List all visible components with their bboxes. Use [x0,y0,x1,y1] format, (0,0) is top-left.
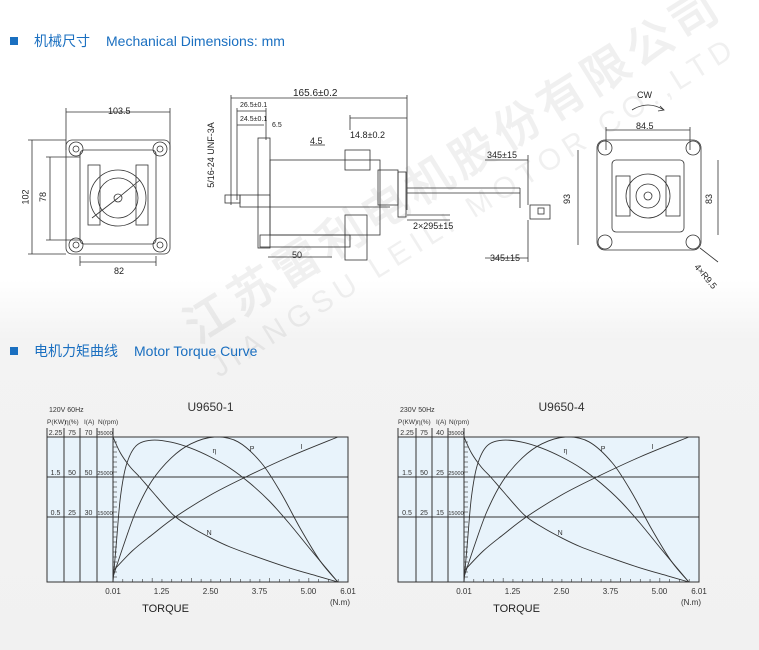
axis-value: 30 [85,510,93,517]
series-label: N [558,530,563,537]
axis-value: 50 [68,470,76,477]
axis-value: 35000 [97,431,112,437]
supply-label: 230V 50Hz [400,407,435,414]
x-tick-label: 1.25 [505,587,521,596]
x-tick-label: 0.01 [456,587,472,596]
dim-front-height: 102 [20,189,31,205]
x-tick-label: 1.25 [154,587,170,596]
dim-rear-h1: 93 [562,193,573,205]
bullet-icon [10,347,18,355]
series-label: η [212,448,216,455]
axis-value: 25000 [448,471,463,477]
x-tick-label: 2.50 [203,587,219,596]
axis-value: 70 [85,430,93,437]
dim-front-inner-height: 78 [38,191,49,203]
dim-rear-width: 84.5 [636,121,654,131]
axis-value: 2.25 [49,430,63,437]
axis-value: 2.25 [400,430,414,437]
dim-6-5: 6.5 [272,122,282,129]
dim-rear-h2: 83 [704,193,715,205]
dim-50: 50 [292,250,303,260]
dim-overall-length: 165.6±0.2 [293,88,338,99]
series-N-line [112,436,338,583]
dim-lead-1: 345±15 [487,150,517,160]
series-label: I [652,444,654,451]
axis-header: P(KW) [47,419,66,426]
axis-value: 25 [68,510,76,517]
axis-value: 15000 [97,511,112,517]
series-I-line [112,436,338,572]
series-label: P [250,446,255,453]
axis-value: 35000 [448,431,463,437]
x-unit-label: (N.m) [681,598,701,607]
axis-value: 25000 [97,471,112,477]
dim-front-width: 103.5 [108,106,131,116]
axis-header: η(%) [417,419,431,426]
dim-lead-3: 345±15 [490,253,520,263]
rotation-label: CW [637,90,652,100]
axis-value: 25 [420,510,428,517]
axis-value: 40 [436,430,444,437]
series-N-line [463,436,689,583]
axis-value: 15000 [448,511,463,517]
series-label: P [601,446,606,453]
axis-value: 25 [436,470,444,477]
chart-title: U9650-4 [538,400,584,414]
section-header-torque: 电机力矩曲线 Motor Torque Curve [10,341,257,361]
series-eta-line [112,439,339,583]
axis-value: 0.5 [51,510,61,517]
dim-24-5: 24.5±0.1 [240,116,268,123]
front-view-drawing [28,95,719,266]
bullet-icon [10,37,18,45]
axis-header: N(rpm) [449,419,469,426]
axis-header: P(KW) [398,419,417,426]
x-unit-label: (N.m) [330,598,350,607]
x-tick-label: 5.00 [301,587,317,596]
axis-header: N(rpm) [98,419,118,426]
x-tick-label: 2.50 [554,587,570,596]
series-I-line [463,436,689,572]
series-eta-line [463,439,690,583]
x-tick-label: 0.01 [105,587,121,596]
chart-title: U9650-1 [187,400,233,414]
series-label: I [301,444,303,451]
axis-value: 75 [420,430,428,437]
x-tick-label: 3.75 [603,587,619,596]
axis-value: 1.5 [51,470,61,477]
axis-value: 50 [420,470,428,477]
series-P-line [112,436,339,583]
axis-value: 0.5 [402,510,412,517]
x-axis-label: TORQUE [142,603,189,615]
x-tick-label: 5.00 [652,587,668,596]
dim-front-bottom: 82 [114,266,125,276]
section-header-mechanical: 机械尺寸 Mechanical Dimensions: mm [10,31,285,51]
dim-14-8: 14.8±0.2 [350,130,385,140]
x-axis-label: TORQUE [493,603,540,615]
axis-header: η(%) [65,419,79,426]
dim-thread: 5/16-24 UNF-3A [205,122,216,188]
axis-value: 15 [436,510,444,517]
axis-header: I(A) [436,419,446,426]
x-tick-label: 3.75 [252,587,268,596]
dim-lead-2: 2×295±15 [413,221,454,231]
x-tick-label: 6.01 [340,587,356,596]
axis-header: I(A) [84,419,94,426]
dim-4-5: 4.5 [310,136,323,146]
axis-value: 50 [85,470,93,477]
series-label: N [207,530,212,537]
supply-label: 120V 60Hz [49,407,84,414]
series-P-line [463,436,690,583]
x-tick-label: 6.01 [691,587,707,596]
axis-value: 1.5 [402,470,412,477]
axis-value: 75 [68,430,76,437]
series-label: η [563,448,567,455]
dim-26-5: 26.5±0.1 [240,102,268,109]
